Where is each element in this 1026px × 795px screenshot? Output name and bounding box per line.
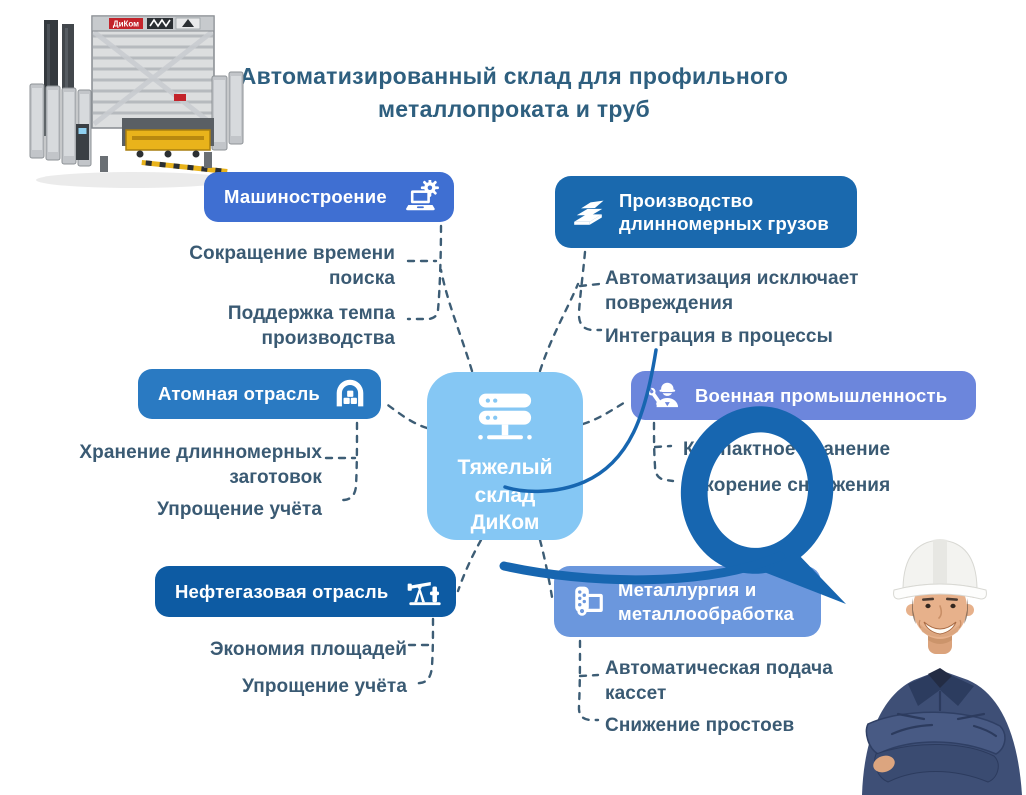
benefit-oil-gas-2: Упрощение учёта — [242, 676, 407, 697]
benefit-military-1: Компактное хранение — [683, 439, 891, 460]
benefit-long-loads-2: Интеграция в процессы — [605, 326, 833, 347]
node-metallurgy-label: Металлургия и металлообработка — [618, 579, 795, 624]
node-military: Военная промышленность — [631, 371, 976, 420]
benefit-machinery-2: Поддержка темпа производства — [227, 303, 395, 350]
server-rack-icon — [474, 392, 536, 446]
central-node: Тяжелый склад ДиКом — [427, 372, 583, 540]
node-machinery-label: Машиностроение — [224, 186, 387, 208]
central-node-label: Тяжелый склад ДиКом — [457, 455, 553, 535]
node-atomic-label: Атомная отрасль — [158, 383, 320, 405]
benefit-machinery-1: Сокращение времени поиска — [189, 243, 395, 290]
oil-pump-icon — [406, 575, 444, 608]
node-long-loads: Производство длинномерных грузов — [555, 176, 857, 248]
node-long-loads-label: Производство длинномерных грузов — [619, 189, 829, 234]
machine-fence — [29, 71, 244, 167]
benefit-oil-gas-1: Экономия площадей — [209, 639, 407, 660]
brand-plate — [109, 18, 143, 29]
node-oil-gas: Нефтегазовая отрасль — [155, 566, 456, 617]
page-title: Автоматизированный склад для профильного… — [239, 63, 789, 122]
benefit-metallurgy-1: Автоматическая подача кассет — [605, 658, 833, 705]
node-metallurgy: Металлургия и металлообработка — [554, 566, 821, 637]
benefit-military-2: Ускорение снабжения — [683, 475, 891, 496]
hazard-strip — [141, 160, 228, 174]
node-oil-gas-label: Нефтегазовая отрасль — [175, 580, 389, 602]
perforated-roll-icon — [568, 583, 606, 619]
machine-brand-label: ДиКом — [113, 20, 139, 29]
machine-shadow — [36, 172, 232, 188]
laptop-gear-icon — [404, 179, 442, 215]
metal-stack-icon — [569, 195, 607, 230]
benefit-atomic-2: Упрощение учёта — [157, 499, 322, 520]
engineer-icon — [645, 379, 683, 412]
benefit-long-loads-1: Автоматизация исключает повреждения — [605, 268, 859, 315]
benefit-metallurgy-2: Снижение простоев — [605, 715, 795, 736]
warehouse-machine-illustration: ДиКом — [29, 15, 244, 188]
benefit-atomic-1: Хранение длинномерных заготовок — [79, 442, 322, 489]
node-machinery: Машиностроение — [204, 172, 454, 222]
worker-photo — [862, 539, 1022, 795]
dome-storage-icon — [331, 375, 369, 413]
node-atomic: Атомная отрасль — [138, 369, 381, 419]
node-military-label: Военная промышленность — [695, 384, 948, 406]
